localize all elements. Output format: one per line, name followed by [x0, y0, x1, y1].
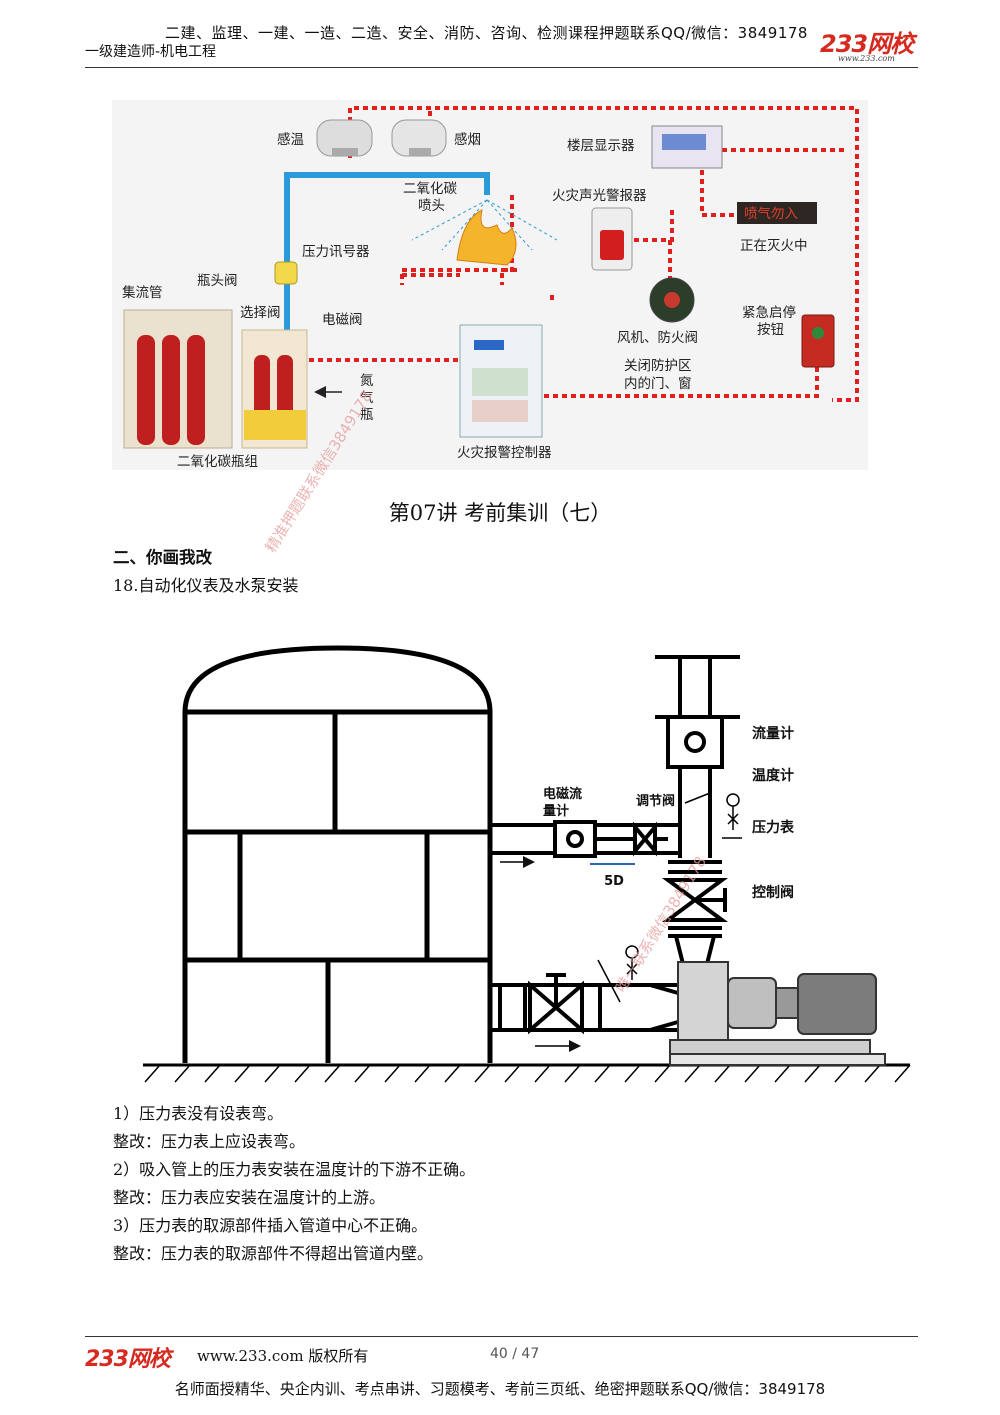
label-5d: 5D [604, 874, 624, 889]
co2-system-figure: 感温 感烟 楼层显示器 二氧化碳 喷头 火灾声光警报器 喷气勿入 正在灭火中 压… [112, 100, 868, 470]
pressure-switch [274, 261, 298, 285]
page-number: 40 / 47 [490, 1346, 540, 1362]
label-lit-sign: 喷气勿入 [744, 206, 798, 222]
label-co2-nozzle-2: 喷头 [418, 198, 445, 214]
header-subtitle: 一级建造师-机电工程 [85, 44, 217, 60]
label-close-1: 关闭防护区 [624, 358, 692, 374]
answer-2: 整改：压力表上应设表弯。 [113, 1132, 306, 1151]
label-solenoid: 电磁阀 [322, 312, 363, 328]
label-fan: 风机、防火阀 [617, 330, 698, 346]
label-em-flow-2: 量计 [543, 803, 569, 819]
label-alarm: 火灾声光警报器 [552, 187, 647, 204]
label-co2-nozzle-1: 二氧化碳 [403, 181, 457, 197]
label-controller: 火灾报警控制器 [457, 444, 552, 461]
co2-pipes [284, 172, 490, 345]
label-smoke: 感烟 [454, 131, 481, 148]
label-nitrogen-3: 瓶 [360, 407, 374, 423]
riser-gauge [722, 793, 742, 839]
suction-pipe [490, 973, 686, 1035]
label-emergency-2: 按钮 [757, 322, 784, 338]
label-manifold: 集流管 [122, 285, 163, 301]
header-rule [85, 67, 918, 68]
fire-icon [456, 209, 517, 266]
label-em-flow-1: 电磁流 [543, 786, 582, 802]
answer-3: 2）吸入管上的压力表安装在温度计的下游不正确。 [113, 1160, 476, 1179]
answer-5: 3）压力表的取源部件插入管道中心不正确。 [113, 1216, 428, 1235]
footer-copyright: www.233.com 版权所有 [197, 1347, 369, 1365]
brand-logo: 233网校 [820, 30, 914, 58]
label-thermometer: 温度计 [752, 767, 794, 784]
brand-logo-url: www.233.com [838, 54, 895, 63]
label-reg-valve: 调节阀 [636, 793, 675, 809]
pump-motor [669, 961, 886, 1066]
answer-6: 整改：压力表的取源部件不得超出管道内壁。 [113, 1244, 434, 1263]
label-bottle-valve: 瓶头阀 [197, 273, 238, 289]
label-bottle-group: 二氧化碳瓶组 [177, 454, 258, 470]
footer-logo: 233网校 [85, 1347, 171, 1372]
header-ad-text: 二建、监理、一建、一造、二造、安全、消防、咨询、检测课程押题联系QQ/微信：38… [165, 24, 808, 42]
answer-1: 1）压力表没有设表弯。 [113, 1104, 284, 1123]
label-nitrogen-2: 气 [360, 390, 374, 406]
label-selector-valve: 选择阀 [240, 305, 281, 321]
label-pressure-gauge: 压力表 [752, 819, 795, 836]
answer-4: 整改：压力表应安装在温度计的上游。 [113, 1188, 386, 1207]
label-heat: 感温 [277, 131, 304, 148]
section-heading: 二、你画我改 [113, 548, 212, 567]
outlet-pipe [490, 820, 680, 858]
footer-rule [85, 1336, 918, 1337]
lecture-title: 第07讲 考前集训（七） [388, 501, 612, 525]
footer-ad-text: 名师面授精华、央企内训、考点串讲、习题模考、考前三页纸、绝密押题联系QQ/微信：… [174, 1380, 826, 1398]
co2-bottle-rack [123, 309, 308, 449]
label-extinguishing: 正在灭火中 [740, 238, 808, 254]
label-close-2: 内的门、窗 [624, 375, 692, 392]
nozzle-spray [411, 199, 558, 251]
label-control-valve: 控制阀 [752, 884, 794, 901]
water-tank [182, 645, 493, 1063]
label-pressure-switch: 压力讯号器 [302, 244, 370, 260]
label-floor-display: 楼层显示器 [567, 138, 635, 154]
item-heading: 18.自动化仪表及水泵安装 [113, 576, 299, 595]
suction-gauge [625, 945, 639, 980]
sign-lit [737, 202, 817, 224]
label-emergency-1: 紧急启停 [742, 304, 796, 321]
emergency-button [801, 314, 835, 368]
label-flowmeter: 流量计 [752, 725, 794, 742]
pump-install-figure: 电磁流 量计 调节阀 5D 流量计 温度计 压力表 控制阀 [143, 645, 911, 1083]
label-nitrogen-1: 氮 [360, 373, 374, 389]
